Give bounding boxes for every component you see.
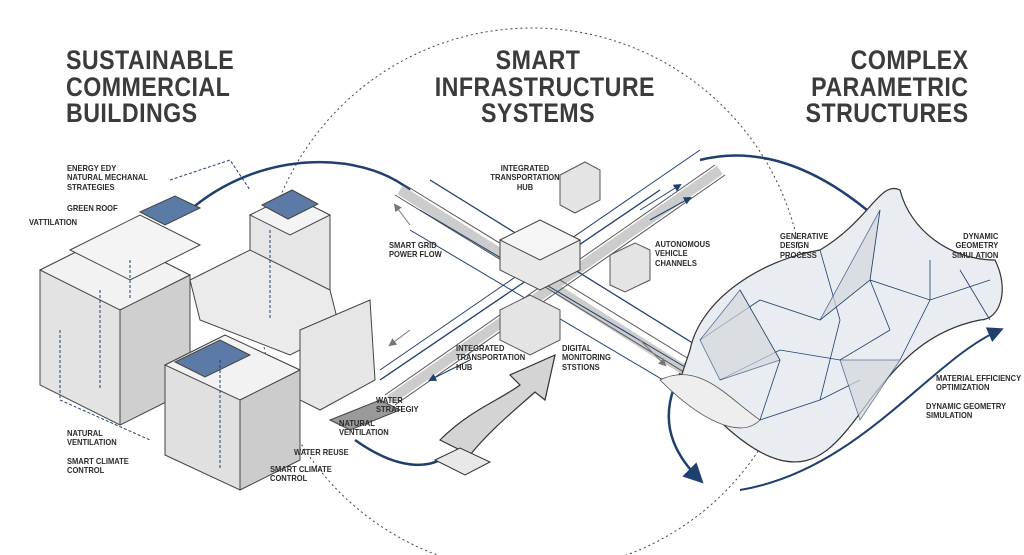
label-line: SMART CLIMATE — [67, 457, 129, 466]
label-line: PROCESS — [780, 250, 817, 260]
label-line: NATURAL — [339, 419, 375, 428]
label-line: TRANSPORTATION — [456, 353, 526, 363]
flow-arrow-bottom-left — [354, 438, 441, 467]
label-line: CHANNELS — [655, 258, 697, 268]
title-line: STRUCTURES — [806, 98, 969, 128]
label-line: VEHICLE — [655, 249, 688, 259]
title-line: SMART — [495, 45, 581, 75]
title-line: COMPLEX — [851, 45, 969, 75]
label-line: SIMULATION — [926, 411, 973, 421]
label-vattilation: VATTILATION — [29, 218, 78, 227]
title-line: COMMERCIAL — [66, 71, 231, 102]
label-line: NATURAL — [67, 429, 103, 438]
title-line: PARAMETRIC — [811, 71, 969, 102]
label-line: HUB — [516, 182, 534, 192]
label-line: GEOMETRY — [955, 241, 998, 251]
label-line: AUTONOMOUS — [655, 240, 711, 249]
label-line: DYNAMIC GEOMETRY — [926, 402, 1007, 411]
label-line: STRATEGIES — [67, 182, 115, 192]
label-line: VENTILATION — [339, 428, 389, 438]
title-line: SUSTAINABLE — [66, 45, 235, 75]
label-line: SMART GRID — [389, 241, 437, 250]
label-line: DESIGN — [780, 241, 809, 251]
parametric-structure — [659, 187, 1003, 463]
commercial-buildings — [38, 159, 402, 491]
label-line: HUB — [456, 362, 473, 372]
label-line: SMART CLIMATE — [270, 465, 332, 474]
label-water-reuse: WATER REUSE — [294, 448, 349, 457]
label-line: ENERGY EDY — [67, 164, 117, 173]
label-line: DIGITAL — [562, 344, 592, 353]
label-line: OPTIMIZATION — [936, 383, 990, 393]
flow-arrow-left — [189, 160, 411, 211]
label-line: NATURAL MECHANAL — [67, 173, 148, 183]
title-line: SYSTEMS — [481, 98, 595, 128]
label-line: STSTIONS — [562, 362, 600, 372]
label-line: STRATEGIY — [376, 405, 419, 415]
label-line: MATERIAL EFFICIENCY — [936, 374, 1022, 383]
label-line: POWER FLOW — [389, 250, 442, 260]
label-green-roof: GREEN ROOF — [67, 204, 118, 213]
label-line: INTEGRATED — [456, 344, 505, 353]
label-line: VENTILATION — [67, 438, 117, 448]
label-line: SIMULATION — [951, 250, 998, 260]
label-line: TRANSPORTATION — [490, 173, 560, 183]
label-line: DYNAMIC — [962, 232, 998, 241]
title-line: BUILDINGS — [66, 98, 198, 128]
arrow-base-building — [433, 447, 492, 476]
title-line: INFRASTRUCTURE — [434, 71, 655, 102]
label-line: CONTROL — [270, 474, 308, 484]
title-sustainable-commercial-buildings: SUSTAINABLE COMMERCIAL BUILDINGS — [66, 47, 234, 127]
label-line: INTEGRATED — [500, 164, 550, 173]
title-smart-infrastructure-systems: SMART INFRASTRUCTURE SYSTEMS — [434, 45, 655, 128]
flow-arrow-right-lower — [739, 327, 1004, 491]
growth-arrow — [438, 353, 556, 456]
infrastructure-network — [379, 149, 726, 406]
label-line: CONTROL — [67, 466, 105, 476]
label-line: WATER — [376, 396, 403, 405]
label-line: MONITORING — [562, 353, 611, 363]
title-complex-parametric-structures: COMPLEX PARAMETRIC STRUCTURES — [806, 47, 969, 127]
label-line: GENERATIVE — [780, 232, 829, 241]
